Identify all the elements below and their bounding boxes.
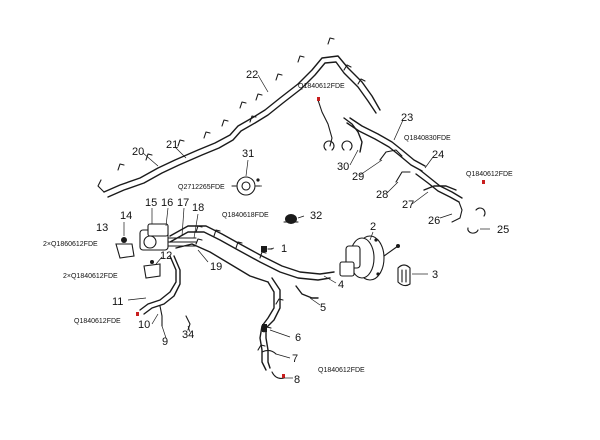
partcode-q2712265: Q2712265FDE <box>178 184 225 191</box>
callout-12: 12 <box>160 250 172 262</box>
callout-4: 4 <box>338 279 344 291</box>
leader-lines <box>123 74 490 379</box>
callout-17: 17 <box>177 197 189 209</box>
partcode-q1840612-left: Q1840612FDE <box>74 318 121 325</box>
front-brake-pipe-19 <box>175 243 269 283</box>
callout-19: 19 <box>210 261 222 273</box>
callout-30: 30 <box>337 161 349 173</box>
red-marker-top <box>317 97 320 101</box>
brake-booster <box>339 235 400 281</box>
partcode-q1860612-x2: 2×Q1860612FDE <box>43 241 98 248</box>
callout-31: 31 <box>242 148 254 160</box>
left-front-pipe <box>139 255 177 311</box>
pipe-hook-top <box>317 99 333 147</box>
bracket-28 <box>395 171 411 183</box>
part-31 <box>231 176 261 196</box>
callout-20: 20 <box>132 146 144 158</box>
callout-1: 1 <box>281 243 287 255</box>
callout-21: 21 <box>166 139 178 151</box>
upper-rear-brake-pipe-parallel <box>107 61 377 198</box>
left-front-pipe-parallel <box>143 255 181 315</box>
partcode-q1840618: Q1840618FDE <box>222 212 269 219</box>
rear-right-pipe-23-parallel <box>346 122 423 172</box>
pipe-5 <box>295 285 319 299</box>
partcode-q1840612-bottom: Q1840612FDE <box>318 367 365 374</box>
clip-top-right <box>323 140 335 151</box>
pipe-9 <box>159 305 163 327</box>
hose-27 <box>423 185 457 191</box>
callout-32: 32 <box>310 210 322 222</box>
partcode-q1840830: Q1840830FDE <box>404 135 451 142</box>
callout-34: 34 <box>182 329 194 341</box>
part-32 <box>283 214 299 224</box>
callout-7: 7 <box>292 353 298 365</box>
booster-bracket <box>397 264 411 287</box>
bracket-13 <box>115 237 135 259</box>
callout-6: 6 <box>295 332 301 344</box>
rear-right-pipe-24-parallel <box>415 173 460 203</box>
red-marker-left <box>136 312 139 316</box>
callout-13: 13 <box>96 222 108 234</box>
callout-14: 14 <box>120 210 132 222</box>
callout-27: 27 <box>402 199 414 211</box>
pipe-clips-upper <box>117 37 366 171</box>
red-marker-right <box>482 180 485 184</box>
callout-28: 28 <box>376 189 388 201</box>
rear-right-pipe-24 <box>419 169 463 199</box>
callout-26: 26 <box>428 215 440 227</box>
callout-25: 25 <box>497 224 509 236</box>
clip-25a <box>467 227 479 234</box>
part-34 <box>185 315 191 331</box>
callout-3: 3 <box>432 269 438 281</box>
callout-22: 22 <box>246 69 258 81</box>
partcode-q1840612-x2: 2×Q1840612FDE <box>63 273 118 280</box>
part-8 <box>271 371 285 379</box>
callout-10: 10 <box>138 319 150 331</box>
pipe-end-left <box>97 179 105 193</box>
callout-24: 24 <box>432 149 444 161</box>
pipe-clips-lower <box>195 225 284 351</box>
bracket-12 <box>143 260 161 279</box>
part-6 <box>262 324 267 332</box>
part-7 <box>261 349 277 355</box>
callout-11: 11 <box>112 296 123 308</box>
hose-26 <box>451 201 463 223</box>
front-brake-pipe-4 <box>169 225 335 275</box>
callout-23: 23 <box>401 112 413 124</box>
clip-mid-right <box>341 140 353 151</box>
partcode-q1840612-top: Q1840612FDE <box>298 83 345 90</box>
bracket-29 <box>379 149 403 161</box>
callout-2: 2 <box>370 221 376 233</box>
callout-29: 29 <box>352 171 364 183</box>
hose-30 <box>343 117 363 153</box>
red-marker-bottom <box>282 374 285 378</box>
clip-25b <box>475 207 486 217</box>
abs-module <box>139 223 197 251</box>
callout-8: 8 <box>294 374 300 386</box>
callout-15: 15 <box>145 197 157 209</box>
callout-5: 5 <box>320 302 326 314</box>
callout-18: 18 <box>192 202 204 214</box>
partcode-q1840612-right: Q1840612FDE <box>466 171 513 178</box>
rear-right-pipe-23 <box>349 117 426 167</box>
callout-16: 16 <box>161 197 173 209</box>
callout-9: 9 <box>162 336 168 348</box>
